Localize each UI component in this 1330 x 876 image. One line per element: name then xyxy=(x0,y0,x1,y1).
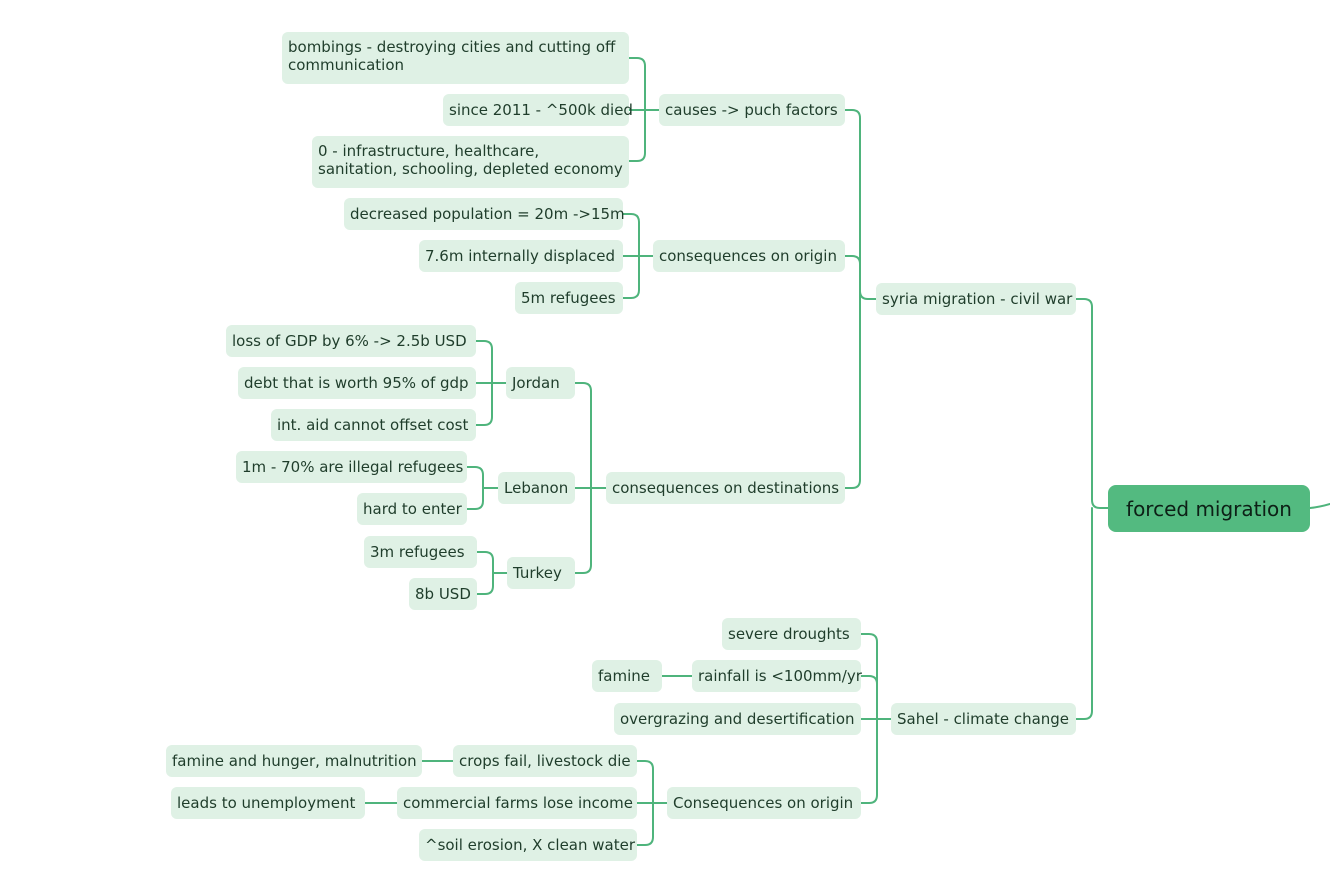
node-sahel-consequences-origin[interactable]: Consequences on origin xyxy=(667,787,861,819)
node-jordan-aid[interactable]: int. aid cannot offset cost xyxy=(271,409,476,441)
link-causes-items xyxy=(628,57,660,162)
node-turkey-refugees[interactable]: 3m refugees xyxy=(364,536,477,568)
node-unemployment[interactable]: leads to unemployment xyxy=(171,787,365,819)
node-causes[interactable]: causes -> puch factors xyxy=(659,94,845,126)
root-node[interactable]: forced migration xyxy=(1108,485,1310,532)
node-jordan[interactable]: Jordan xyxy=(506,367,575,399)
node-origin-displaced[interactable]: 7.6m internally displaced xyxy=(419,240,623,272)
node-famine-hunger[interactable]: famine and hunger, malnutrition xyxy=(166,745,422,777)
link-sahel-origin-items xyxy=(636,760,668,846)
link-lebanon-items xyxy=(466,466,499,510)
link-root-right xyxy=(1309,503,1330,509)
node-severe-droughts[interactable]: severe droughts xyxy=(722,618,861,650)
node-syria-migration[interactable]: syria migration - civil war xyxy=(876,283,1076,315)
node-cause-deaths[interactable]: since 2011 - ^500k died xyxy=(443,94,633,126)
node-jordan-gdp-loss[interactable]: loss of GDP by 6% -> 2.5b USD xyxy=(226,325,476,357)
node-soil-erosion[interactable]: ^soil erosion, X clean water xyxy=(419,829,637,861)
node-origin-population[interactable]: decreased population = 20m ->15m xyxy=(344,198,625,230)
node-famine[interactable]: famine xyxy=(592,660,662,692)
link-syria-subtopics xyxy=(844,109,877,489)
link-destinations-countries xyxy=(574,382,607,574)
node-rainfall[interactable]: rainfall is <100mm/yr xyxy=(692,660,862,692)
node-cause-bombings[interactable]: bombings - destroying cities and cutting… xyxy=(282,32,629,84)
node-lebanon[interactable]: Lebanon xyxy=(498,472,575,504)
node-farms-income[interactable]: commercial farms lose income xyxy=(397,787,637,819)
node-overgrazing[interactable]: overgrazing and desertification xyxy=(614,703,861,735)
node-jordan-debt[interactable]: debt that is worth 95% of gdp xyxy=(238,367,476,399)
link-origin-items xyxy=(622,213,654,299)
link-jordan-items xyxy=(475,340,507,426)
node-lebanon-enter[interactable]: hard to enter xyxy=(357,493,467,525)
node-crops-fail[interactable]: crops fail, livestock die xyxy=(453,745,637,777)
link-root-branches xyxy=(1075,298,1109,720)
node-consequences-origin[interactable]: consequences on origin xyxy=(653,240,845,272)
node-sahel-climate[interactable]: Sahel - climate change xyxy=(891,703,1076,735)
node-lebanon-illegal[interactable]: 1m - 70% are illegal refugees xyxy=(236,451,467,483)
link-sahel-subtopics xyxy=(860,633,892,804)
node-cause-infrastructure[interactable]: 0 - infrastructure, healthcare, sanitati… xyxy=(312,136,629,188)
node-turkey-cost[interactable]: 8b USD xyxy=(409,578,477,610)
node-consequences-destinations[interactable]: consequences on destinations xyxy=(606,472,845,504)
node-turkey[interactable]: Turkey xyxy=(507,557,575,589)
link-turkey-items xyxy=(476,551,508,595)
node-origin-refugees[interactable]: 5m refugees xyxy=(515,282,623,314)
